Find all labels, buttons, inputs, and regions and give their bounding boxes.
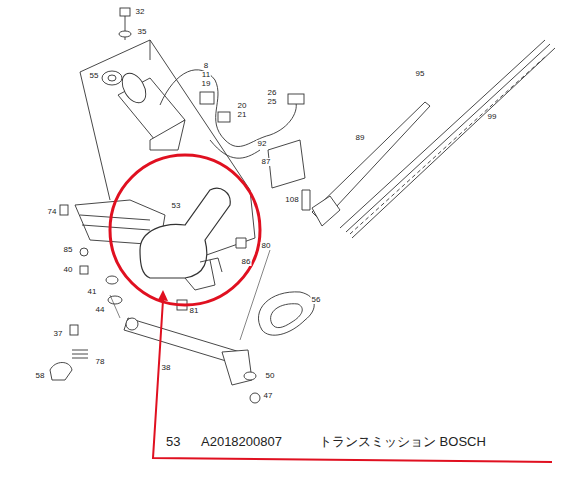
callout-number: 81: [189, 307, 200, 315]
callout-number: 32: [135, 8, 146, 16]
callout-number: 19: [201, 80, 212, 88]
callout-number: 87: [261, 158, 272, 166]
callout-number: 86: [241, 258, 252, 266]
callout-number: 35: [137, 28, 148, 36]
callout-number: 74: [47, 208, 58, 216]
callout-number: 37: [53, 330, 64, 338]
callout-number: 41: [87, 288, 98, 296]
callout-number: 89: [355, 134, 366, 142]
callout-number: 92: [257, 140, 268, 148]
highlight-circle: [110, 155, 260, 305]
callout-number: 38: [161, 364, 172, 372]
callout-number: 44: [95, 306, 106, 314]
callout-number: 11: [201, 71, 211, 79]
part-info: A2018200807: [200, 435, 283, 448]
callout-number: 26: [267, 89, 278, 97]
callout-number: 40: [63, 266, 74, 274]
callout-number: 53: [171, 202, 182, 210]
callout-number: 78: [95, 358, 106, 366]
part-info: トランスミッション BOSCH: [318, 435, 487, 448]
callout-number: 8: [203, 62, 209, 70]
callout-number: 108: [284, 196, 299, 204]
leader-line: [153, 300, 552, 462]
callout-number: 47: [263, 392, 274, 400]
callout-number: 80: [261, 242, 272, 250]
callout-number: 56: [311, 296, 322, 304]
callout-number: 21: [237, 111, 248, 119]
callout-number: 25: [267, 98, 278, 106]
callout-number: 58: [35, 372, 46, 380]
callout-number: 85: [63, 246, 74, 254]
callout-number: 55: [89, 72, 100, 80]
callout-number: 95: [415, 70, 426, 78]
callout-number: 20: [237, 102, 248, 110]
callout-number: 50: [265, 372, 276, 380]
callout-number: 99: [487, 113, 498, 121]
part-info: 53: [165, 435, 181, 448]
